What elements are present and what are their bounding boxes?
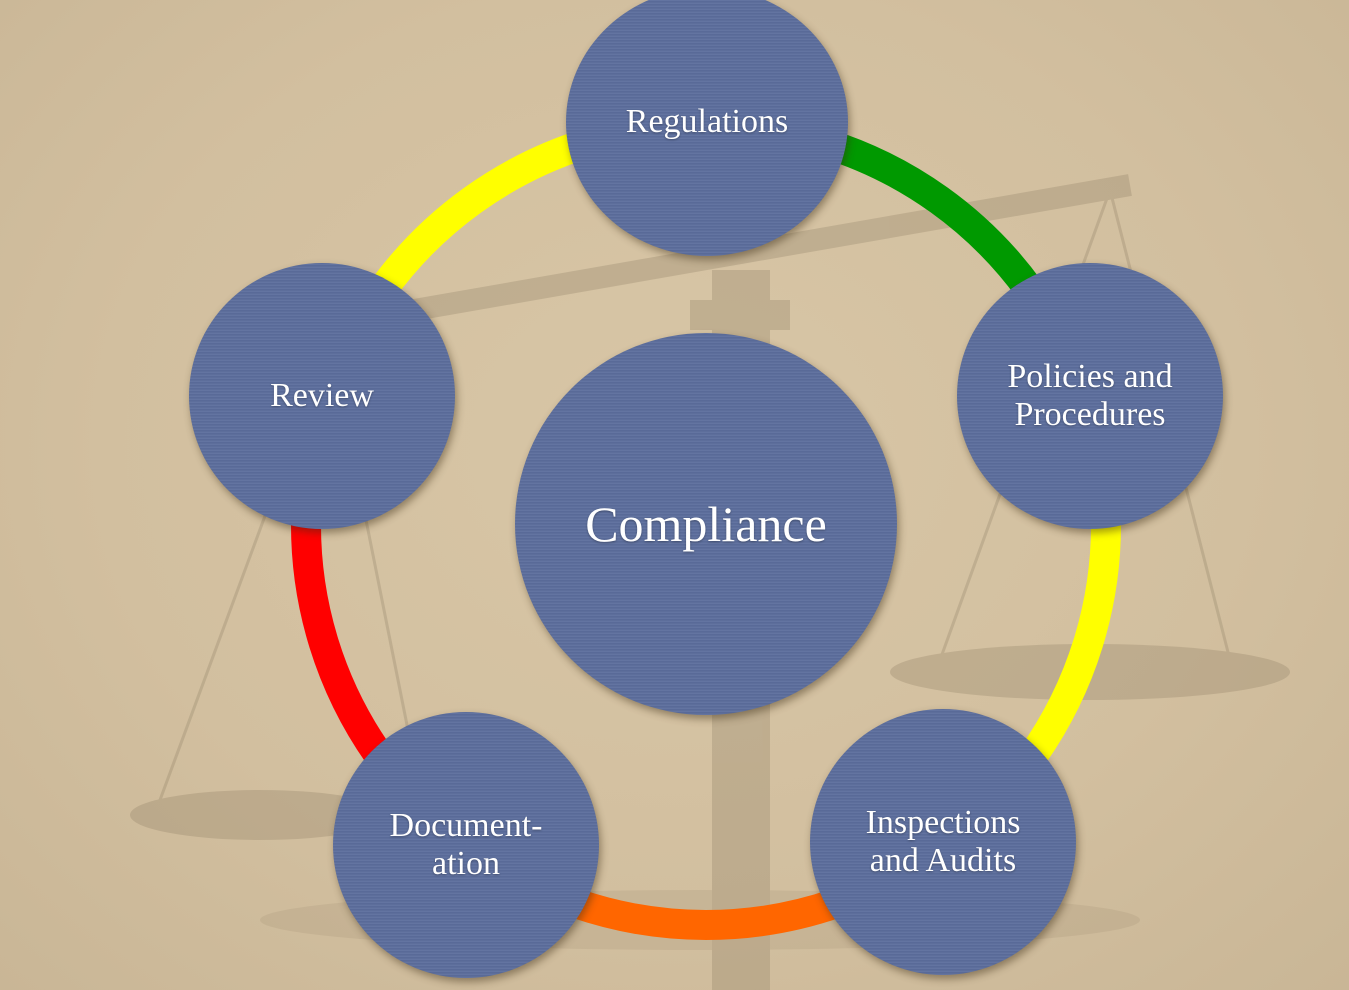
node-label: Inspections and Audits [865, 804, 1021, 879]
node-regulations: Regulations [566, 0, 848, 256]
node-label: Regulations [625, 103, 789, 140]
node-review: Review [189, 263, 455, 529]
center-node-compliance: Compliance [515, 333, 897, 715]
node-policies-and-procedures: Policies and Procedures [957, 263, 1223, 529]
node-inspections-and-audits: Inspections and Audits [810, 709, 1076, 975]
node-label: Policies and Procedures [1007, 358, 1173, 433]
node-label: Document- ation [389, 807, 543, 882]
node-documentation: Document- ation [333, 712, 599, 978]
center-label: Compliance [585, 496, 827, 552]
node-label: Review [270, 377, 374, 414]
